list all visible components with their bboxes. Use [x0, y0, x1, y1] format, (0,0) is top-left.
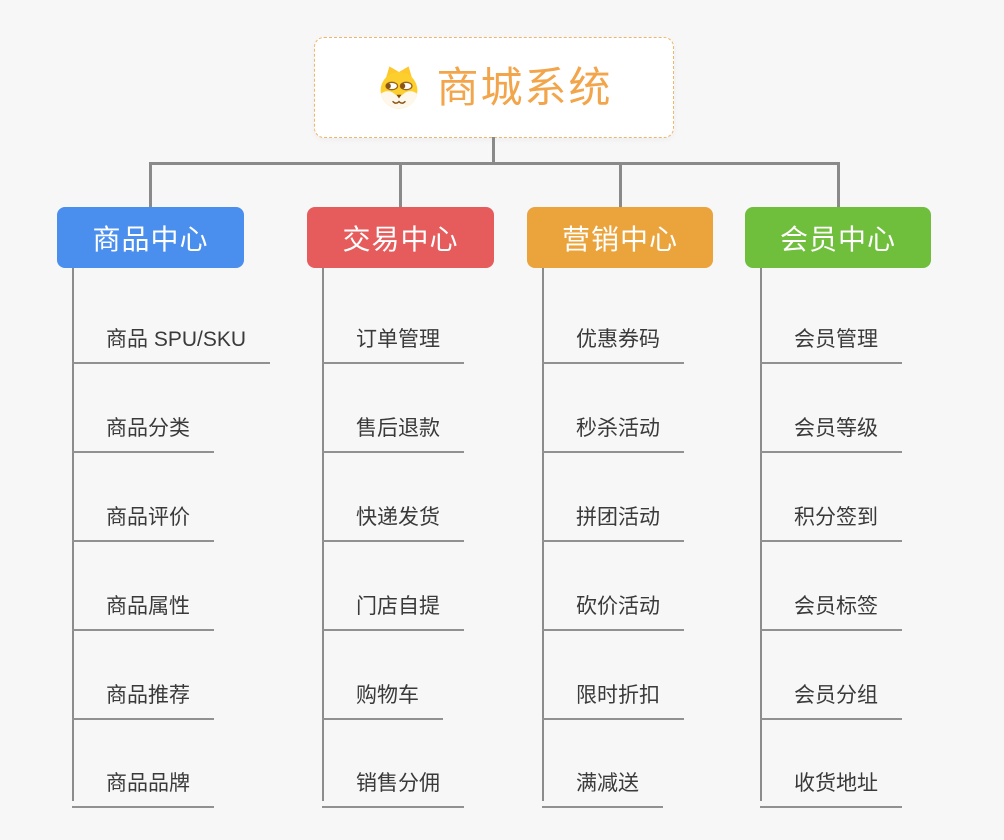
- leaf-node-marketing-center-3[interactable]: 拼团活动: [542, 487, 684, 542]
- connector-drop-marketing-center: [618, 162, 622, 207]
- connector-trunk-trade-center: [322, 268, 324, 801]
- leaf-node-product-center-5[interactable]: 商品推荐: [72, 665, 214, 720]
- leaf-node-marketing-center-6[interactable]: 满减送: [542, 753, 663, 808]
- connector-rail: [149, 162, 840, 165]
- root-node-title: 商城系统: [436, 63, 613, 111]
- connector-trunk-member-center: [760, 268, 762, 801]
- leaf-node-trade-center-5[interactable]: 购物车: [322, 665, 443, 720]
- leaf-node-member-center-6[interactable]: 收货地址: [760, 753, 902, 808]
- leaf-node-marketing-center-1[interactable]: 优惠券码: [542, 309, 684, 364]
- leaf-node-member-center-2[interactable]: 会员等级: [760, 398, 902, 453]
- leaf-node-trade-center-4[interactable]: 门店自提: [322, 576, 464, 631]
- leaf-node-product-center-4[interactable]: 商品属性: [72, 576, 214, 631]
- connector-drop-member-center: [836, 162, 840, 207]
- branch-node-product-center[interactable]: 商品中心: [57, 207, 244, 268]
- connector-root-drop: [492, 137, 495, 163]
- connector-drop-trade-center: [399, 162, 402, 207]
- branch-node-member-center[interactable]: 会员中心: [745, 207, 931, 268]
- leaf-node-marketing-center-5[interactable]: 限时折扣: [542, 665, 684, 720]
- connector-trunk-product-center: [72, 268, 74, 801]
- leaf-node-product-center-2[interactable]: 商品分类: [72, 398, 214, 453]
- root-node[interactable]: 商城系统: [314, 37, 674, 138]
- connector-trunk-marketing-center: [542, 268, 544, 801]
- shiba-dog-icon: [381, 65, 418, 109]
- leaf-node-product-center-3[interactable]: 商品评价: [72, 487, 214, 542]
- leaf-node-member-center-1[interactable]: 会员管理: [760, 309, 902, 364]
- connector-drop-product-center: [149, 162, 152, 207]
- leaf-node-trade-center-2[interactable]: 售后退款: [322, 398, 464, 453]
- branch-node-marketing-center[interactable]: 营销中心: [527, 207, 713, 268]
- leaf-node-member-center-4[interactable]: 会员标签: [760, 576, 902, 631]
- leaf-node-marketing-center-2[interactable]: 秒杀活动: [542, 398, 684, 453]
- leaf-node-product-center-6[interactable]: 商品品牌: [72, 753, 214, 808]
- leaf-node-product-center-1[interactable]: 商品 SPU/SKU: [72, 309, 271, 364]
- leaf-node-member-center-5[interactable]: 会员分组: [760, 665, 902, 720]
- leaf-node-trade-center-6[interactable]: 销售分佣: [322, 753, 464, 808]
- leaf-node-trade-center-1[interactable]: 订单管理: [322, 309, 464, 364]
- leaf-node-marketing-center-4[interactable]: 砍价活动: [542, 576, 684, 631]
- branch-node-trade-center[interactable]: 交易中心: [307, 207, 494, 268]
- leaf-node-trade-center-3[interactable]: 快递发货: [322, 487, 464, 542]
- leaf-node-member-center-3[interactable]: 积分签到: [760, 487, 902, 542]
